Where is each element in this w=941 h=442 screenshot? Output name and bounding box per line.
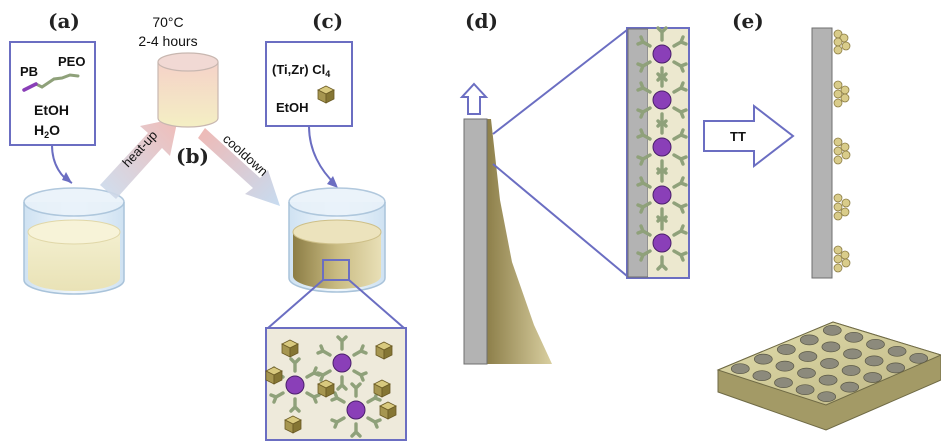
mesoporous-film-3d [716,321,941,431]
pb-block-icon [22,82,38,92]
arrow-a-head [62,172,72,183]
crystal-icon [317,379,335,398]
solution-zoom-box [265,327,407,441]
substrate-d [463,118,488,365]
panel-a-label: (a) [48,9,80,33]
etoh-label-a: EtOH [34,102,69,118]
duration-text: 2-4 hours [138,33,197,49]
crystal-icon [379,401,397,420]
pore-icon [795,384,815,396]
pore-icon [863,372,883,383]
zoom-line-right [348,279,405,329]
panel-d-label: (d) [465,9,498,33]
peo-label: PEO [58,54,85,69]
precursor-label: (Ti,Zr) Cl4 [272,62,330,79]
crystal-icon [375,341,393,360]
substrate-e [811,27,833,279]
arrow-a-to-beaker [51,144,73,184]
pore-icon [909,352,929,364]
pore-icon [844,331,864,343]
pore-icon [818,374,838,386]
pore-icon [864,355,884,367]
tt-text: TT [730,129,746,144]
beaker-b [157,52,219,128]
zoom-region [322,259,350,281]
pore-icon [775,360,795,372]
pore-icon [798,351,818,362]
crystal-icon [373,379,391,398]
mesoporous-particles [833,29,851,273]
panel-e-label: (e) [732,9,764,33]
cooldown-arrow: cooldown [198,128,280,206]
pore-icon [821,341,841,353]
pore-icon [820,358,839,369]
pore-icon [817,391,837,403]
pore-icon [753,353,773,365]
pore-icon [776,344,796,355]
pore-icon [752,370,772,382]
arrow-c-head [327,176,338,188]
etoh-label-c: EtOH [276,100,309,115]
crystal-icon [284,415,302,434]
zoom-line-bottom [492,163,628,277]
thermal-treatment-arrow: TT [703,103,795,169]
zoom-line-top [492,29,628,135]
water-label: H2O [34,122,60,140]
pore-icon [799,334,819,346]
pore-icon [774,377,793,389]
pore-icon [840,381,860,393]
panel-b-label: (b) [176,144,209,168]
crystal-icon [265,366,283,385]
pore-icon [797,367,816,379]
pb-label: PB [20,64,38,79]
pore-icon [822,324,842,336]
arrow-c-to-beaker [308,125,337,186]
withdrawal-arrow-icon [459,82,489,115]
pore-icon [730,363,750,375]
beaker-c [288,187,386,293]
panel-c-label: (c) [312,9,343,33]
panel-c-box [265,41,353,127]
pore-icon [841,365,861,376]
pore-icon [886,362,906,374]
film-zoom-box [626,26,690,279]
pore-icon [843,348,862,360]
liquid-film-wedge [487,119,552,364]
beaker-a [23,187,125,295]
pore-icon [866,338,885,350]
zoom-line-left [267,279,324,329]
precursor-crystal-icon [317,85,335,104]
temperature-text: 70°C [152,14,183,30]
panel-a-box [9,41,96,146]
heat-up-arrow: heat-up [100,118,178,199]
crystal-icon [281,339,299,358]
pore-icon [887,345,907,357]
